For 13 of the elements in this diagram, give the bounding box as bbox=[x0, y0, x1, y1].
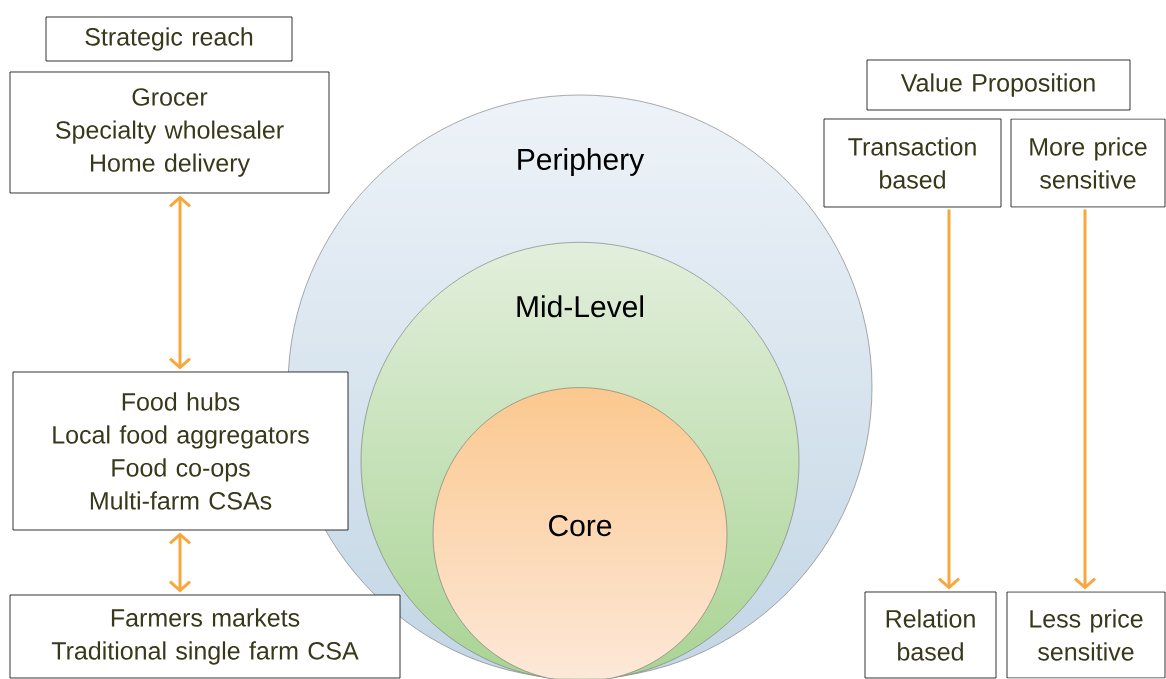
arrow bbox=[938, 209, 960, 590]
text-box: Less price sensitive bbox=[1006, 591, 1166, 679]
text-box: Food hubs Local food aggregators Food co-ops Multi-farm CSAs bbox=[12, 371, 349, 531]
text-box: Relation based bbox=[864, 591, 997, 679]
heading-box: Strategic reach bbox=[45, 16, 293, 62]
text-box: More price sensitive bbox=[1010, 118, 1166, 208]
arrow bbox=[1074, 209, 1096, 590]
arrow bbox=[169, 195, 191, 370]
text-box: Transaction based bbox=[823, 118, 1002, 208]
text-box: Farmers markets Traditional single farm CSA bbox=[9, 594, 401, 679]
arrow bbox=[169, 532, 191, 593]
text-box: Grocer Specialty wholesaler Home delivery bbox=[9, 71, 330, 194]
heading-box: Value Proposition bbox=[866, 59, 1131, 111]
